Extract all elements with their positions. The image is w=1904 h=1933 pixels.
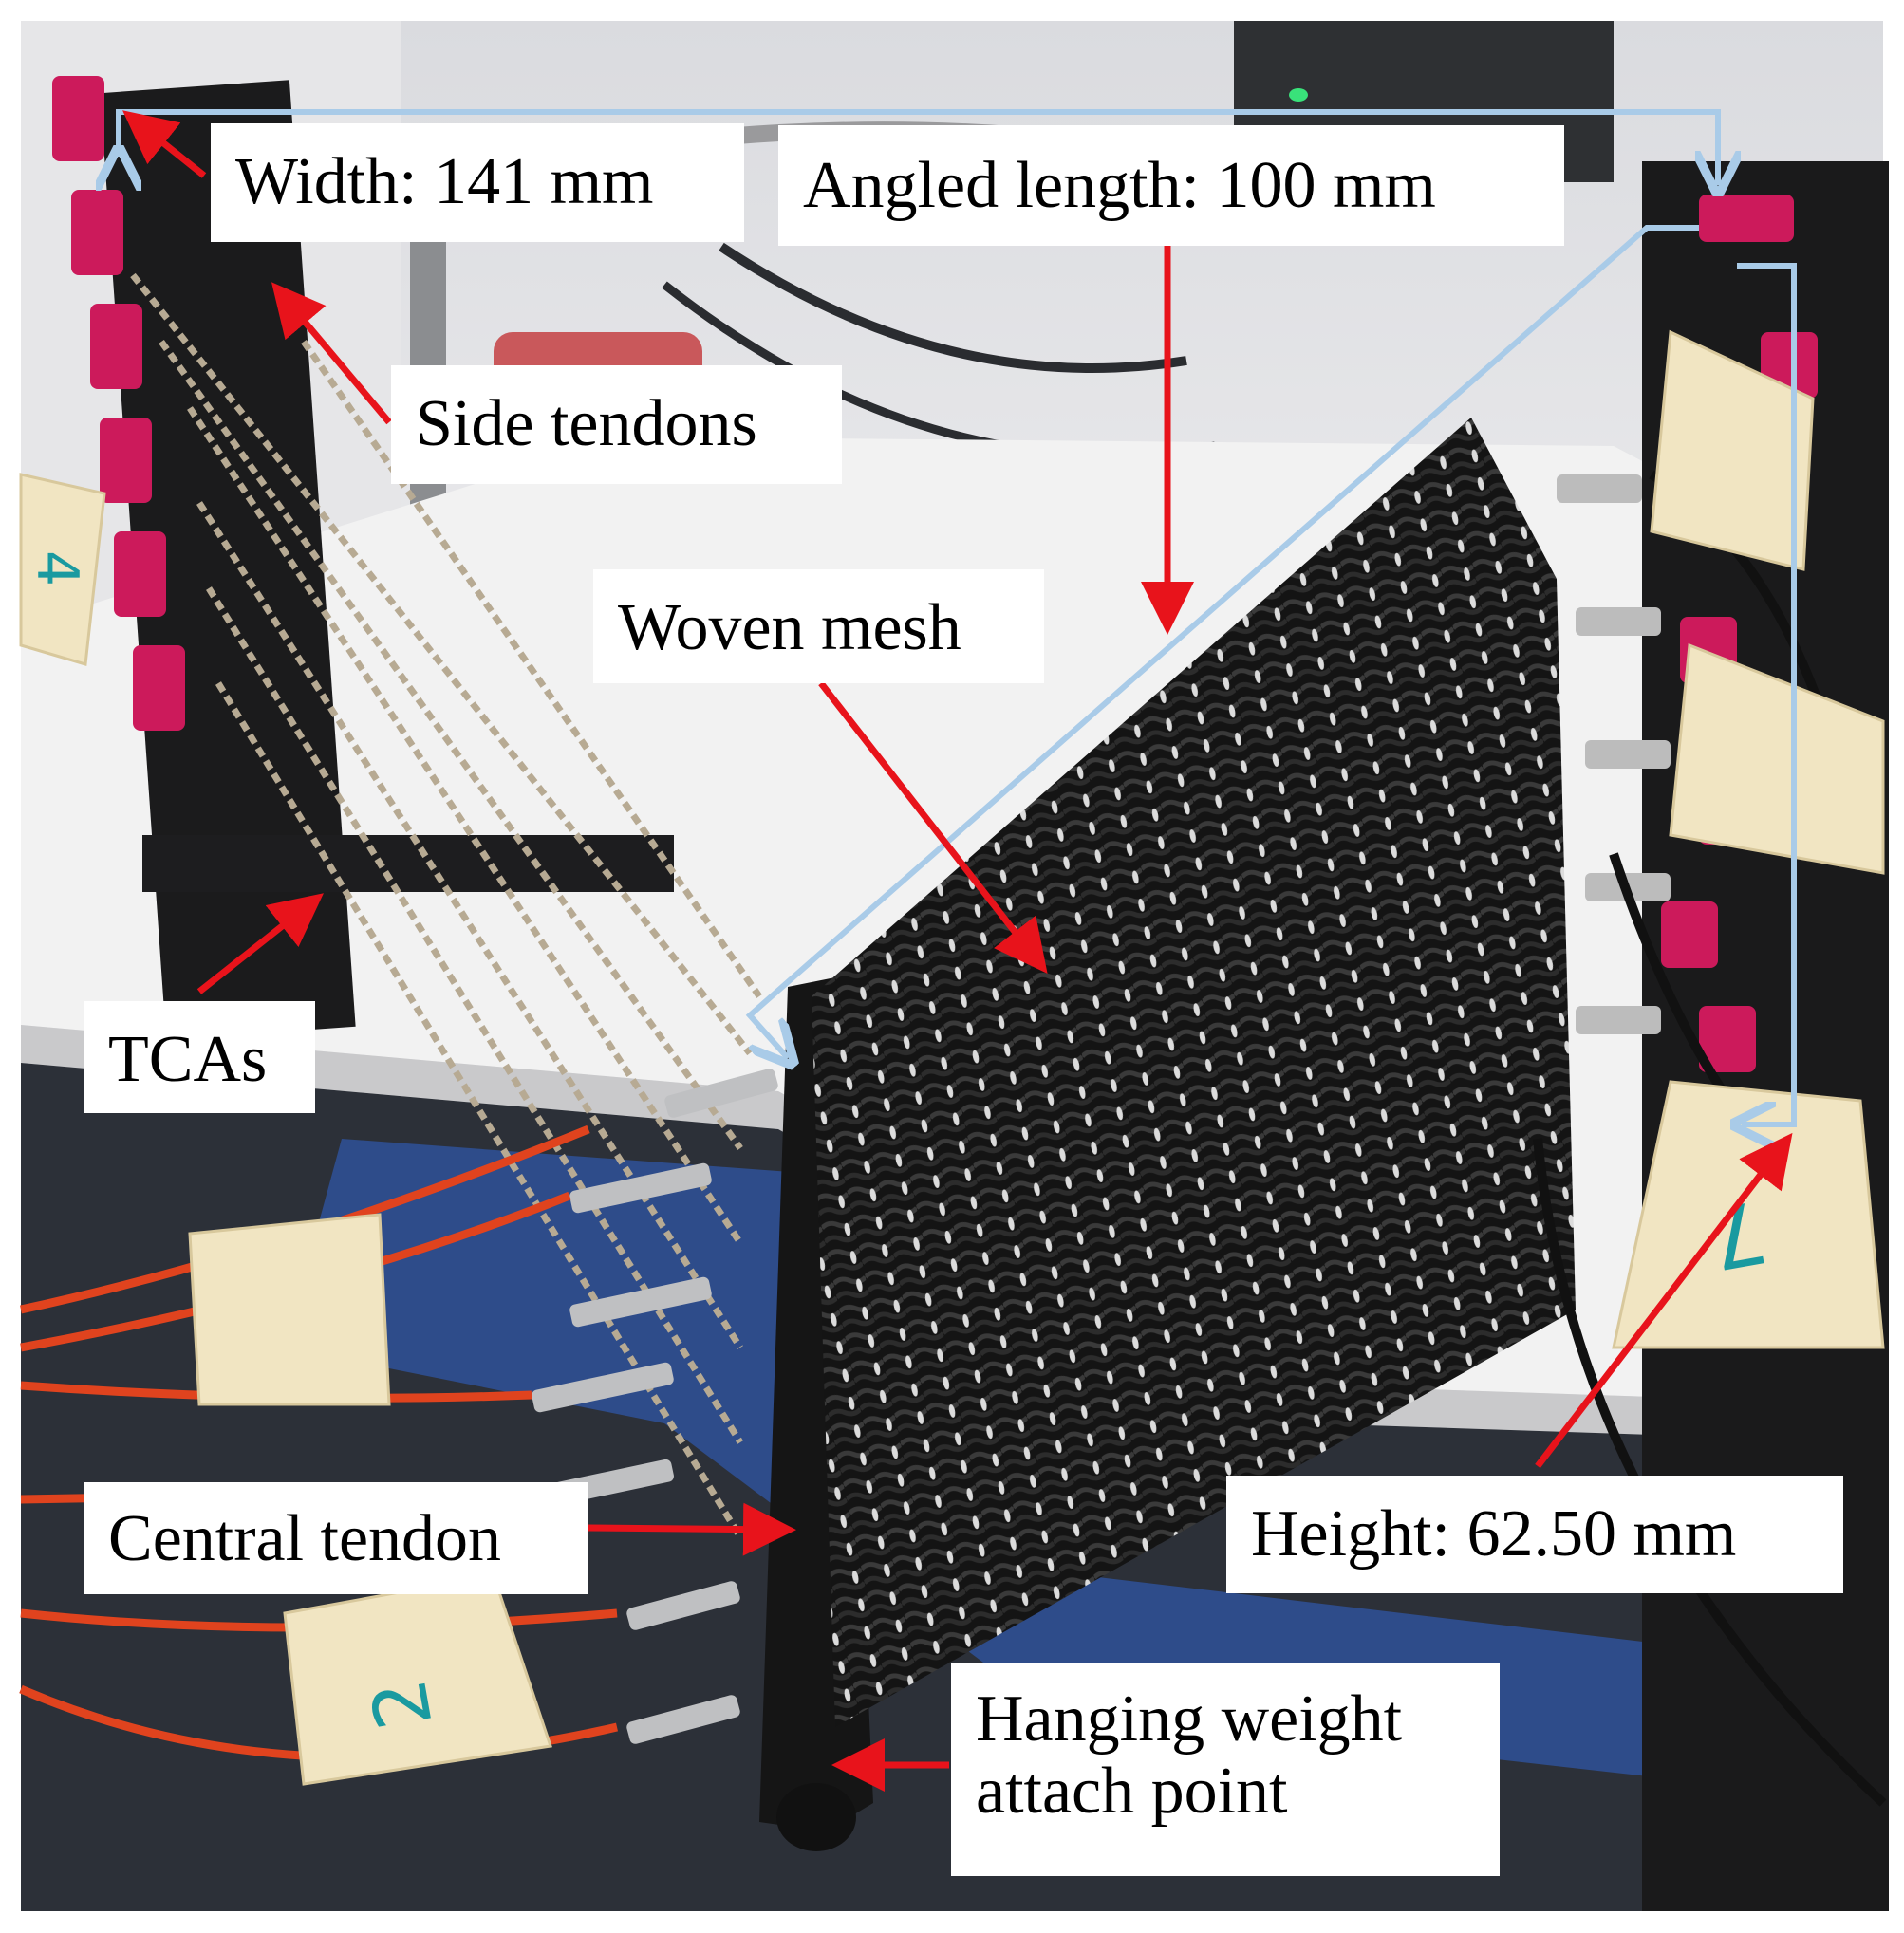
height-pointer-arrow (1535, 1132, 1793, 1469)
left-frame-foot (142, 835, 674, 892)
angled-length-label: Angled length: 100 mm (778, 125, 1564, 246)
hanging-weight-label-line2: attach point (976, 1754, 1288, 1828)
pointer-arrows (122, 110, 1793, 1792)
woven-mesh-pointer-arrow (818, 680, 1048, 975)
width-label: Width: 141 mm (211, 123, 744, 242)
central-tendon-label: Central tendon (84, 1482, 588, 1594)
angled-length-dimension-line (745, 225, 1699, 1058)
height-dimension-line (1737, 263, 1797, 1124)
blue-floor-strip (285, 1139, 1883, 1803)
left-connectors (52, 76, 185, 731)
width-dimension-line (119, 109, 1718, 185)
dimension-lines (119, 109, 1797, 1124)
height-label: Height: 62.50 mm (1226, 1476, 1843, 1593)
side-tendons-label: Side tendons (391, 365, 842, 484)
tape-tags (19, 329, 1885, 1786)
left-crimps (532, 1069, 778, 1744)
tape-number-left-upper: 4 (24, 550, 90, 586)
width-pointer-arrow (122, 110, 207, 178)
side-tendons-pointer-arrow (271, 282, 392, 425)
status-light (1289, 88, 1308, 102)
central-tendon-pointer-arrow (588, 1502, 796, 1556)
hanging-weight-label: Hanging weight attach point (951, 1663, 1500, 1876)
background-cable-2 (719, 242, 1187, 373)
weight-hook (776, 1783, 856, 1851)
woven-mesh (812, 418, 1576, 1727)
tcas-pointer-arrow (196, 893, 324, 994)
tcas-label: TCAs (84, 1001, 315, 1113)
hanging-weight-label-line1: Hanging weight (976, 1682, 1403, 1756)
woven-mesh-label: Woven mesh (593, 569, 1044, 683)
